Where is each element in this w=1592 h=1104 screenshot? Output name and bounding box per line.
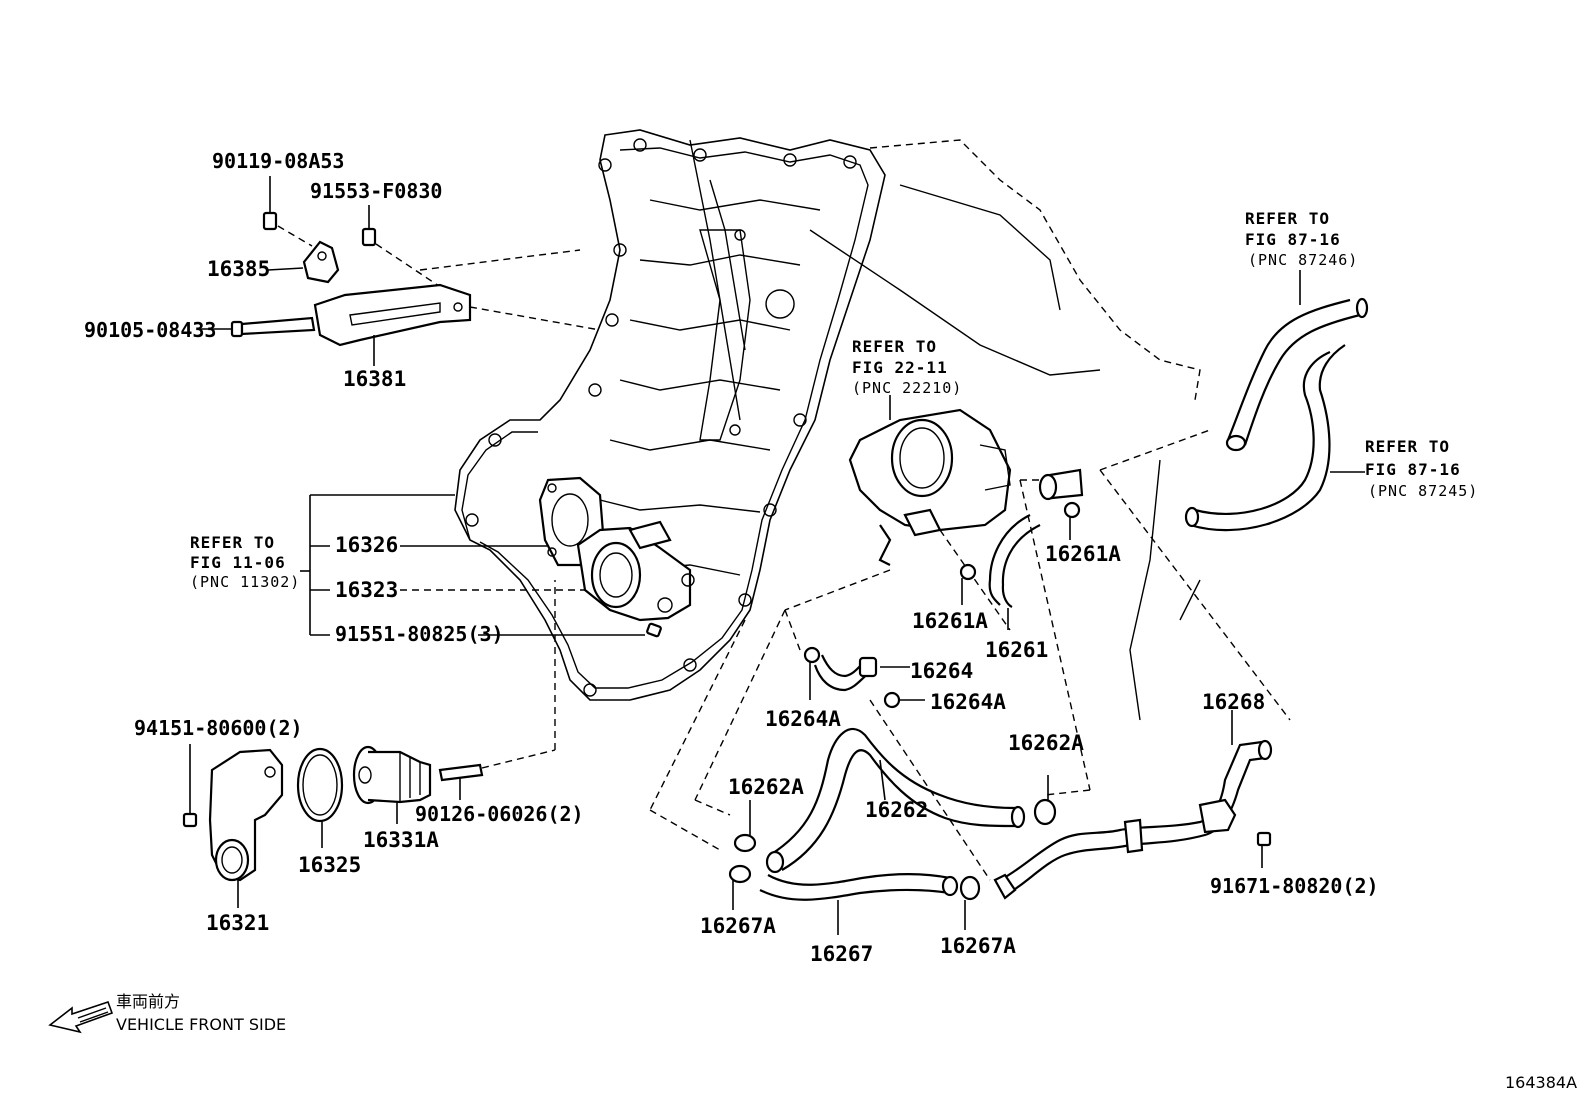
ref-11-06-line2: FIG 11-06 [190, 553, 286, 572]
bolt-90105 [198, 316, 316, 338]
ref-87-16a-line3: (PNC 87246) [1248, 251, 1358, 269]
hose-16264 [813, 654, 878, 692]
label-16262a-left: 16262A [728, 775, 804, 799]
label-90126: 90126-06026(2) [415, 802, 584, 826]
reference-fig-87-16-b: REFER TO FIG 87-16 (PNC 87245) [1365, 437, 1478, 500]
nut-94151 [182, 744, 198, 828]
diagram-id: 164384A [1505, 1073, 1577, 1092]
label-16268: 16268 [1202, 690, 1265, 714]
label-16267a-right: 16267A [940, 934, 1016, 958]
label-90105: 90105-08433 [84, 318, 216, 342]
label-94151: 94151-80600(2) [134, 716, 303, 740]
clamp-16261a-top [1063, 501, 1081, 540]
ref-11-06-line3: (PNC 11302) [190, 573, 300, 591]
clamp-16264a-right [883, 691, 925, 709]
clamp-16267a-right [959, 875, 981, 930]
label-16331a: 16331A [363, 828, 439, 852]
label-16325: 16325 [298, 853, 361, 877]
ref-22-11-line3: (PNC 22210) [852, 379, 962, 397]
label-16261: 16261 [985, 638, 1048, 662]
clamp-16267a-left [728, 864, 752, 910]
stud-90126 [438, 580, 556, 800]
ref-22-11-line1: REFER TO [852, 337, 937, 356]
clamp-16262a-right [1033, 775, 1057, 826]
water-inlet-16321 [208, 748, 284, 908]
label-16267a-left: 16267A [700, 914, 776, 938]
label-16385: 16385 [207, 257, 270, 281]
reference-fig-22-11: REFER TO FIG 22-11 (PNC 22210) [852, 337, 962, 397]
ref-11-06-line1: REFER TO [190, 533, 275, 552]
bolt-91671 [1256, 831, 1272, 868]
ref-87-16a-line1: REFER TO [1245, 209, 1330, 228]
reference-fig-11-06: REFER TO FIG 11-06 (PNC 11302) [190, 533, 300, 591]
vehicle-front-indicator: 車両前方 VEHICLE FRONT SIDE [48, 992, 286, 1034]
ref-87-16b-line3: (PNC 87245) [1368, 482, 1478, 500]
hose-16262 [765, 728, 1026, 874]
label-16264a-right: 16264A [930, 690, 1006, 714]
label-16267: 16267 [810, 942, 873, 966]
ref-22-11-line2: FIG 22-11 [852, 358, 948, 377]
bracket-16381 [313, 249, 601, 366]
label-16264a-left: 16264A [765, 707, 841, 731]
ref-87-16b-line2: FIG 87-16 [1365, 460, 1461, 479]
ref-87-16a-line2: FIG 87-16 [1245, 230, 1341, 249]
housing-16323 [576, 520, 695, 622]
bolt-90119 [262, 176, 313, 247]
caption-english: VEHICLE FRONT SIDE [116, 1015, 286, 1034]
label-16262a-right: 16262A [1008, 731, 1084, 755]
ref-87-16b-line1: REFER TO [1365, 437, 1450, 456]
label-16264: 16264 [910, 659, 973, 683]
label-91553: 91553-F0830 [310, 179, 442, 203]
hose-16261 [988, 468, 1084, 630]
thermostat-16331a [352, 745, 432, 824]
label-16262: 16262 [865, 798, 928, 822]
clamp-16264a-left [803, 646, 821, 700]
radiator-hose-lower [1184, 344, 1365, 532]
gasket-16325 [296, 747, 344, 848]
bracket-16385 [267, 240, 340, 284]
clamp-16261a-mid [959, 563, 977, 605]
label-16381: 16381 [343, 367, 406, 391]
reference-bracket-lines [300, 494, 645, 636]
label-91551: 91551-80825(3) [335, 622, 504, 646]
clamp-16262a-left [733, 800, 757, 853]
hose-16267 [759, 873, 959, 935]
label-16321: 16321 [206, 911, 269, 935]
radiator-hose-upper [1225, 270, 1369, 452]
label-16323: 16323 [335, 578, 398, 602]
throttle-body [848, 395, 1012, 566]
label-16261a-top: 16261A [1045, 542, 1121, 566]
label-90119: 90119-08A53 [212, 149, 344, 173]
bolt-91551 [646, 622, 662, 638]
caption-japanese: 車両前方 [116, 992, 180, 1011]
reference-fig-87-16-a: REFER TO FIG 87-16 (PNC 87246) [1245, 209, 1358, 269]
timing-cover-outline [454, 129, 1201, 721]
label-16326: 16326 [335, 533, 398, 557]
label-16261a-mid: 16261A [912, 609, 988, 633]
bolt-91553 [361, 205, 446, 291]
pipe-16268 [993, 710, 1273, 900]
label-91671: 91671-80820(2) [1210, 874, 1379, 898]
